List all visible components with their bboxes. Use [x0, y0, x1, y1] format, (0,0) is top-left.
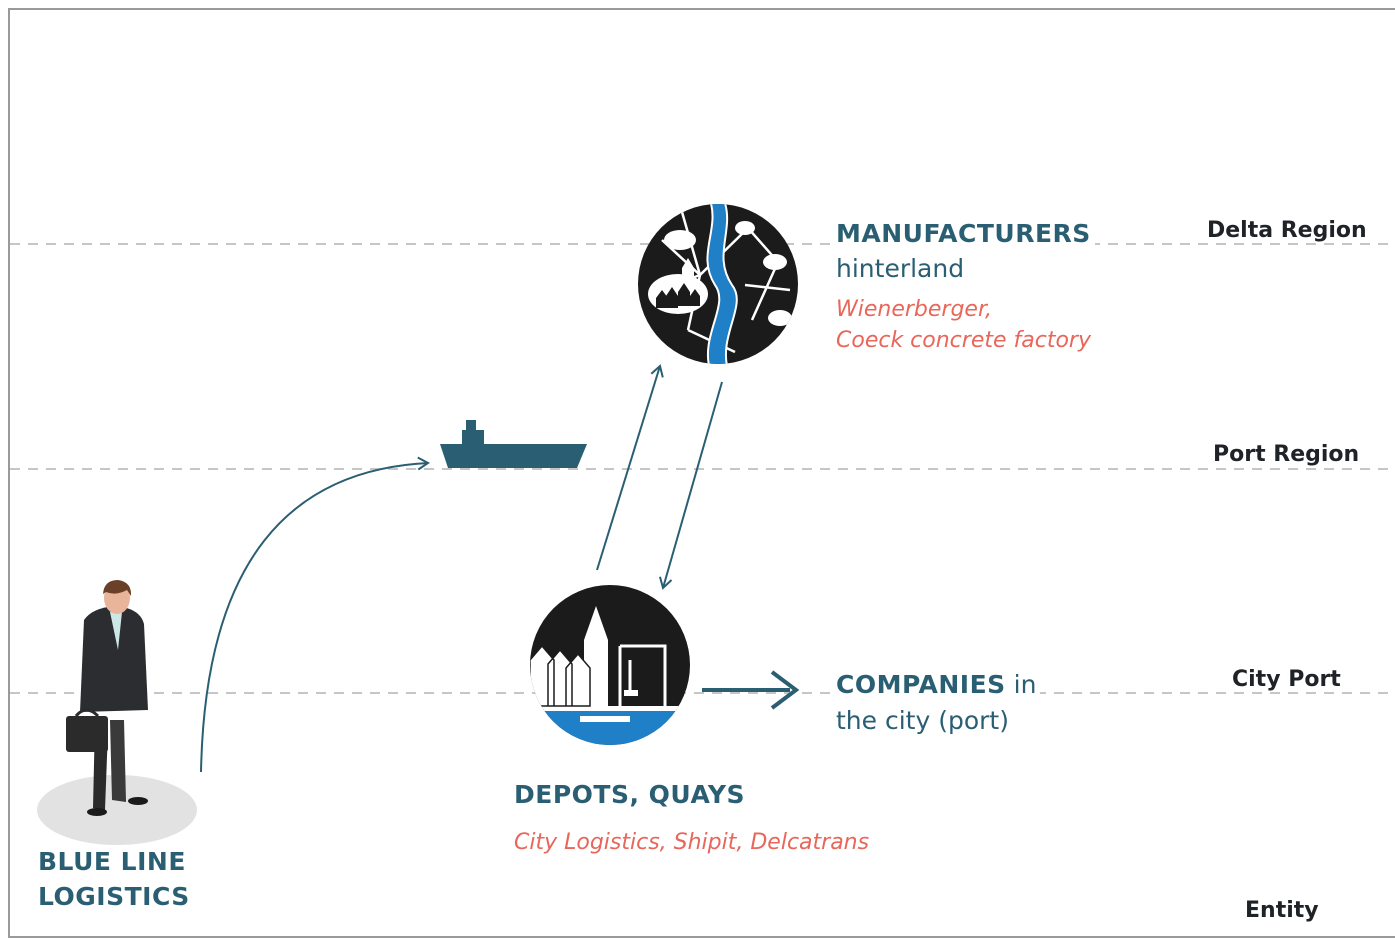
companies-label: COMPANIES in — [836, 670, 1041, 699]
depots-title: DEPOTS, QUAYS — [514, 780, 746, 809]
companies-line2: the city (port) — [836, 706, 1009, 735]
depots-quay-icon — [530, 585, 690, 745]
companies-title: COMPANIES — [836, 670, 1006, 699]
companies-title-suffix: in — [1005, 670, 1037, 699]
depot-to-manufacturer-arrow — [596, 364, 664, 571]
manufacturers-subtitle: hinterland — [836, 254, 965, 283]
actor-name-line1: BLUE LINE — [38, 847, 186, 876]
actor-to-ship-arrow — [200, 456, 430, 773]
business-person-icon — [37, 580, 197, 845]
hinterland-map-icon — [638, 204, 798, 364]
actor-name-line2: LOGISTICS — [38, 882, 190, 911]
city-port-label: City Port — [1232, 667, 1341, 692]
entity-label: Entity — [1245, 898, 1319, 923]
depot-to-companies-arrow — [702, 670, 800, 710]
manufacturers-examples-line2: Coeck concrete factory — [836, 328, 1091, 353]
ship-icon — [440, 420, 587, 468]
manufacturer-to-depot-arrow — [659, 381, 723, 590]
manufacturers-title: MANUFACTURERS — [836, 219, 1095, 248]
delta-region-label: Delta Region — [1207, 218, 1367, 243]
depots-examples: City Logistics, Shipit, Delcatrans — [514, 830, 870, 855]
port-region-label: Port Region — [1213, 442, 1360, 467]
manufacturers-examples-line1: Wienerberger, — [836, 297, 992, 322]
